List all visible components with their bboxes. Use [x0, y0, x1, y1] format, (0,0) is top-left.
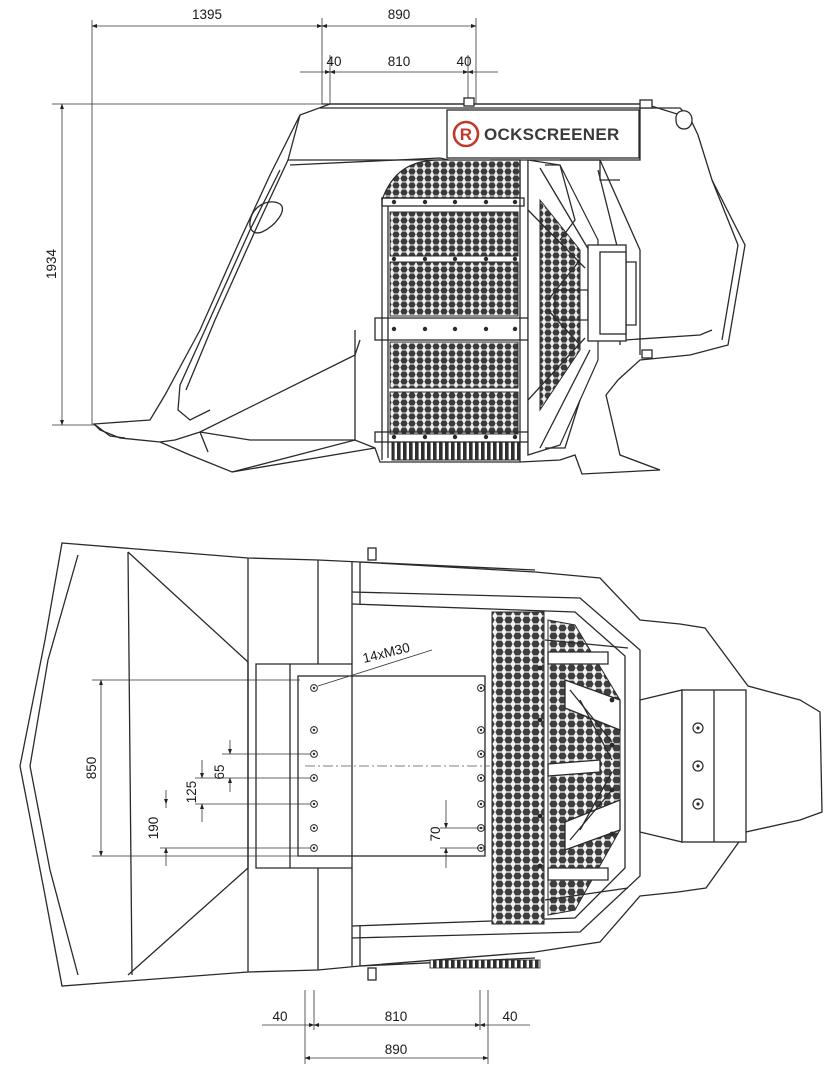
dim-125: 125 — [184, 781, 199, 804]
top-dimensions: 14xM30 850 125 65 190 — [84, 640, 530, 1064]
logo-wordmark: OCKSCREENER — [484, 125, 620, 144]
mount-bolt-holes — [305, 684, 490, 852]
drum-bolts — [391, 199, 518, 440]
dim-65: 65 — [212, 764, 227, 779]
dim-890-top: 890 — [388, 7, 411, 22]
dim-190: 190 — [146, 817, 161, 840]
dim-850: 850 — [84, 757, 99, 780]
top-view: 14xM30 850 125 65 190 — [19, 542, 823, 1064]
screening-drum-side — [374, 159, 637, 462]
logo-initial: R — [460, 125, 473, 144]
dim-890-bottom: 890 — [385, 1042, 408, 1057]
dim-40-left-bottom: 40 — [272, 1009, 287, 1024]
dim-810-bottom: 810 — [385, 1009, 408, 1024]
screening-drum-top — [491, 611, 747, 925]
bucket-body-top — [19, 542, 823, 987]
dim-1934: 1934 — [44, 248, 59, 279]
dim-810-top: 810 — [388, 54, 411, 69]
logo-ring-icon — [452, 120, 480, 148]
dim-1395: 1395 — [192, 7, 222, 22]
dim-40-right-bottom: 40 — [502, 1009, 517, 1024]
dim-70: 70 — [428, 826, 443, 841]
side-top-dimensions: 1395 890 40 810 40 — [91, 7, 498, 425]
side-view: 1395 890 40 810 40 1934 — [44, 7, 746, 475]
dim-40-right: 40 — [456, 54, 471, 69]
brand-logo: R OCKSCREENER — [446, 109, 640, 159]
dim-40-left: 40 — [326, 54, 341, 69]
